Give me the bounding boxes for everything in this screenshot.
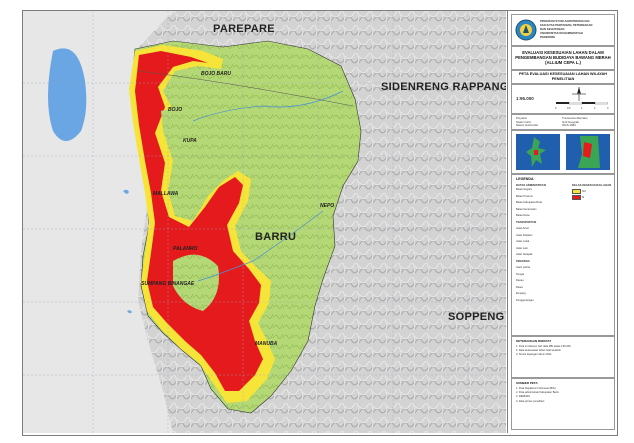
legend-class-n: N — [582, 194, 585, 199]
legend-item: Batas Negara — [516, 188, 532, 191]
meta-value: Transverse Mercator — [562, 116, 588, 120]
meta-label: Datum Horizontal — [516, 123, 538, 128]
scale-bar — [556, 102, 608, 105]
institution-box: PROGRAM STUDI AGROTEKNOLOGI FAKULTAS PER… — [511, 14, 615, 46]
river — [197, 210, 324, 282]
island — [123, 189, 129, 194]
source-item: 3. DEMNAS — [516, 395, 530, 399]
legend-item: Penggenangan — [516, 298, 534, 302]
legend-class-heading: KELAS KESESUAIAN LAHAN — [572, 183, 612, 187]
legend-item: Danau — [516, 279, 524, 282]
district-label: BOJO — [168, 107, 183, 113]
institution-line: DAN KEHUTANAN — [540, 27, 565, 31]
inset-map-sulawesi[interactable] — [516, 134, 560, 170]
map-title: EVALUASI KESESUAIAN LAHAN DALAM PENGEMBA… — [515, 50, 611, 65]
legend-item: Batas Kabupaten/Kota — [516, 201, 542, 204]
legend-item: Batas Provinsi — [516, 194, 533, 198]
road — [137, 70, 354, 107]
legend-box: LEGENDA BATAS ADMINISTRASI KELAS KESESUA… — [511, 174, 615, 336]
sources-box: SUMBER PETA 1. Peta Rupabumi Indonesia (… — [511, 378, 615, 430]
scale-box: 1:95.000 0 0,5 1 2 3 — [511, 84, 615, 114]
meta-label: Sistem Grid — [516, 119, 531, 124]
region-label-parepare: PAREPARE — [213, 23, 275, 35]
meta-value: WGS 1984 — [562, 123, 576, 128]
legend-item: Empang — [516, 292, 526, 295]
legend-item: Jalan Lain — [516, 246, 528, 250]
map-area[interactable]: PAREPARE SIDENRENG RAPPANG BARRU SOPPENG… — [23, 11, 506, 433]
legend-swatch-s3 — [572, 189, 581, 194]
note-item: 1. Peta ini disusun dari data RBI skala … — [516, 345, 571, 348]
district-label: MALLAWA — [153, 191, 179, 197]
meta-value: Grid Geografi — [562, 119, 579, 124]
legend-item: Jalan Arteri — [516, 227, 529, 230]
region-label-soppeng: SOPPENG — [448, 311, 505, 323]
projection-labels: Proyeksi Sistem Grid Datum Horizontal — [516, 116, 538, 128]
legend-title: LEGENDA — [516, 177, 534, 181]
legend-item: Batas Desa — [516, 214, 530, 217]
inset-map-barru[interactable] — [566, 134, 610, 170]
legend-item: Rawa — [516, 285, 523, 289]
meta-label: Proyeksi — [516, 116, 527, 120]
projection-box: Proyeksi Sistem Grid Datum Horizontal Tr… — [511, 114, 615, 130]
district-label: NEPO — [320, 203, 335, 209]
legend-item: Jalan Kolektor — [516, 233, 533, 237]
study-area-inner — [161, 109, 178, 133]
north-arrow-icon — [572, 87, 586, 101]
legend-item: TRANSPORTASI — [516, 220, 537, 224]
scale-tick: 0,5 — [567, 107, 571, 110]
legend-item: Sungai — [516, 272, 525, 276]
region-label-sidenreng: SIDENRENG RAPPANG — [381, 81, 506, 93]
scale-tick: 1 — [581, 107, 583, 110]
institution-line: UNIVERSITAS MUHAMMADIYAH — [540, 31, 583, 35]
legend-admin-heading: BATAS ADMINISTRASI — [516, 183, 547, 187]
source-item: 1. Peta Rupabumi Indonesia (BIG) — [516, 387, 556, 390]
district-label: SUMPANG BINANGAE — [141, 281, 195, 287]
district-label: KUPA — [183, 138, 197, 144]
inset-box — [511, 130, 615, 174]
map-info-panel: PROGRAM STUDI AGROTEKNOLOGI FAKULTAS PER… — [507, 11, 616, 433]
university-logo-icon — [515, 19, 537, 41]
scale-tick: 0 — [555, 107, 557, 110]
legend-item: Batas Kecamatan — [516, 207, 537, 211]
subtitle-box: PETA EVALUASI KESESUAIAN LAHAN WILAYAH P… — [511, 70, 615, 84]
source-item: 2. Peta administrasi Kabupaten Barru — [516, 391, 560, 395]
map-canvas — [23, 11, 506, 433]
notes-list: 1. Peta ini disusun dari data RBI skala … — [516, 345, 571, 358]
notes-title: KETERANGAN RIWAYAT — [516, 339, 552, 343]
island — [127, 310, 132, 314]
district-label: BOJO BARU — [201, 71, 232, 77]
source-item: 4. Data primer penelitian — [516, 399, 545, 403]
institution-lines: PROGRAM STUDI AGROTEKNOLOGI FAKULTAS PER… — [540, 19, 592, 39]
legend-item: Garis pantai — [516, 266, 530, 269]
title-box: EVALUASI KESESUAIAN LAHAN DALAM PENGEMBA… — [511, 46, 615, 70]
note-item: 2. Data kesesuaian lahan hasil analisis — [516, 349, 561, 353]
region-label-barru: BARRU — [255, 231, 297, 243]
suitability-n[interactable] — [135, 51, 263, 391]
sources-list: 1. Peta Rupabumi Indonesia (BIG) 2. Peta… — [516, 387, 559, 404]
lagoon — [48, 48, 87, 142]
institution-line: PAREPARE — [540, 35, 556, 39]
institution-line: FAKULTAS PERTANIAN, PETERNAKAN — [540, 23, 593, 27]
coordinate-grid — [23, 11, 506, 433]
legend-item: PERAIRAN — [516, 259, 530, 263]
scale-tick: 3 — [607, 107, 609, 110]
note-item: 3. Survei lapangan tahun 2022 — [516, 353, 552, 357]
legend-item: Jalan Lokal — [516, 240, 530, 243]
notes-box: KETERANGAN RIWAYAT 1. Peta ini disusun d… — [511, 336, 615, 378]
map-subtitle: PETA EVALUASI KESESUAIAN LAHAN WILAYAH P… — [518, 72, 608, 81]
legend-item: Jalan Setapak — [516, 253, 533, 256]
legend-class-s3: S3 — [582, 188, 586, 193]
district-label: MANUBA — [255, 341, 278, 347]
projection-values: Transverse Mercator Grid Geografi WGS 19… — [562, 116, 588, 128]
scale-tick: 2 — [594, 107, 596, 110]
river — [192, 90, 344, 122]
study-area-inner — [173, 254, 219, 311]
legend-swatch-n — [572, 195, 581, 200]
district-label: PALANRO — [173, 246, 198, 252]
sources-title: SUMBER PETA — [516, 381, 538, 385]
institution-line: PROGRAM STUDI AGROTEKNOLOGI — [540, 19, 590, 23]
legend-items-left: Batas Negara Batas Provinsi Batas Kabupa… — [516, 187, 542, 304]
scale-text: 1:95.000 — [516, 96, 534, 101]
